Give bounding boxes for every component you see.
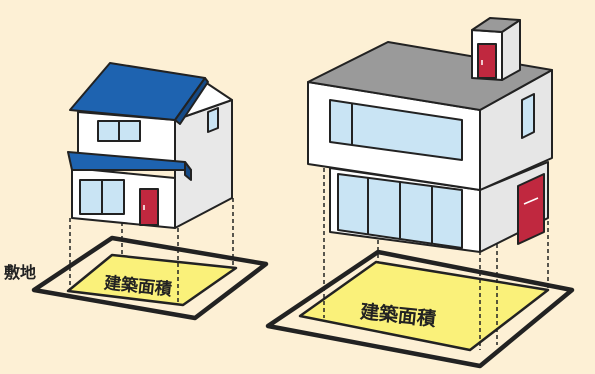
site-label: 敷地 [4,263,36,282]
small-house [67,62,233,229]
large-building-area [298,260,550,352]
large-site-plot [265,249,575,369]
small-projection-lines [69,198,234,305]
large-house [307,17,553,253]
small-building-area [66,253,238,307]
small-site-plot [31,235,269,321]
